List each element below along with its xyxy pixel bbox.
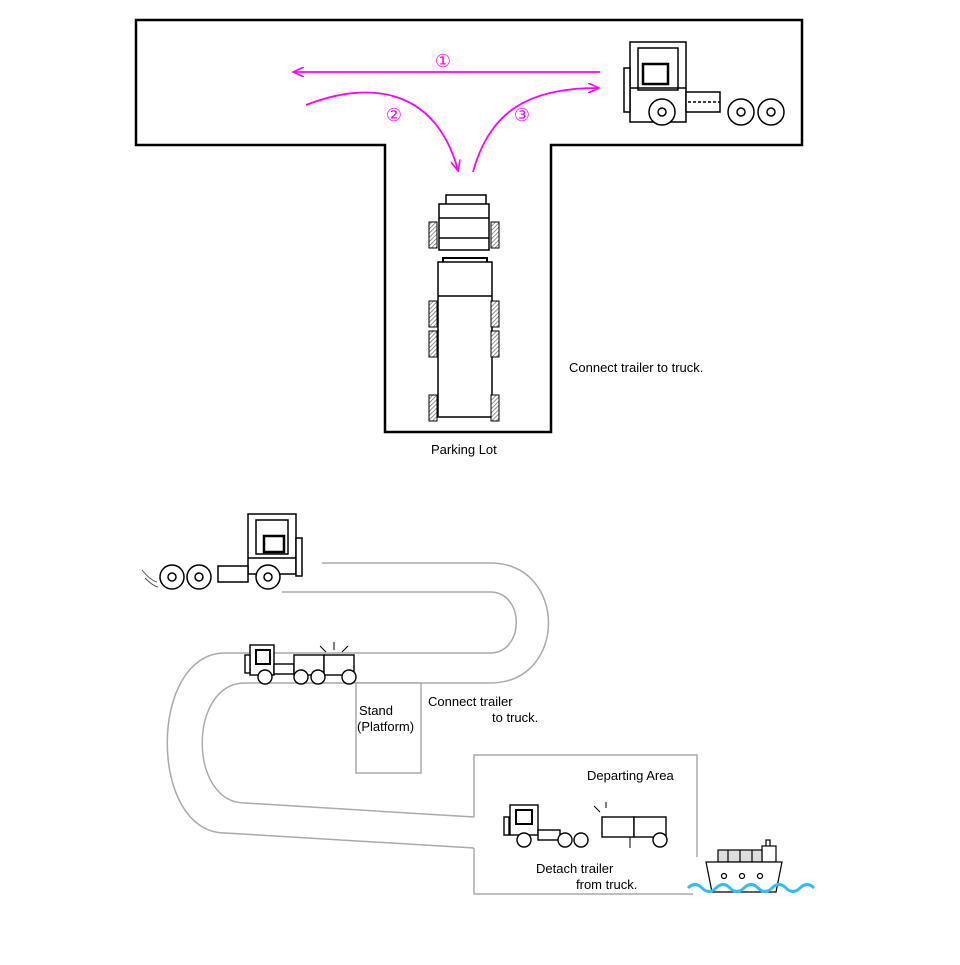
connect-trailer-label-top: Connect trailer to truck. bbox=[569, 360, 704, 375]
water-waves bbox=[686, 883, 816, 893]
parking-lot-label: Parking Lot bbox=[431, 442, 497, 457]
departing-area-label: Departing Area bbox=[587, 768, 674, 783]
detach-trailer-label-2: from truck. bbox=[576, 877, 638, 892]
route-1-label: ① bbox=[435, 51, 451, 71]
departing-area-outline bbox=[473, 754, 698, 895]
tractor-side-right-icon bbox=[141, 513, 303, 590]
route-3-label: ③ bbox=[514, 105, 530, 125]
stand-label: Stand bbox=[359, 703, 393, 718]
road bbox=[166, 562, 550, 849]
stand-platform-label: (Platform) bbox=[357, 719, 415, 734]
route-3-arrow bbox=[472, 88, 598, 173]
road-inner-edge bbox=[166, 591, 517, 849]
truck-connecting-icon bbox=[244, 642, 357, 685]
road-outer-edge bbox=[201, 562, 550, 818]
route-2-label: ② bbox=[386, 105, 402, 125]
stand-platform bbox=[355, 682, 422, 774]
connect-trailer-label-bottom-2: to truck. bbox=[492, 710, 539, 725]
truck-top-view-icon bbox=[437, 194, 493, 418]
route-2-arrow bbox=[305, 91, 458, 170]
truck-detaching-icon bbox=[503, 802, 668, 848]
connect-trailer-label-bottom-1: Connect trailer bbox=[428, 694, 513, 709]
ship-icon bbox=[705, 839, 783, 893]
detach-trailer-label-1: Detach trailer bbox=[536, 861, 614, 876]
truck-wheels-icon bbox=[428, 221, 500, 422]
parking-lot-outline bbox=[134, 18, 804, 434]
tractor-side-icon bbox=[623, 41, 785, 126]
